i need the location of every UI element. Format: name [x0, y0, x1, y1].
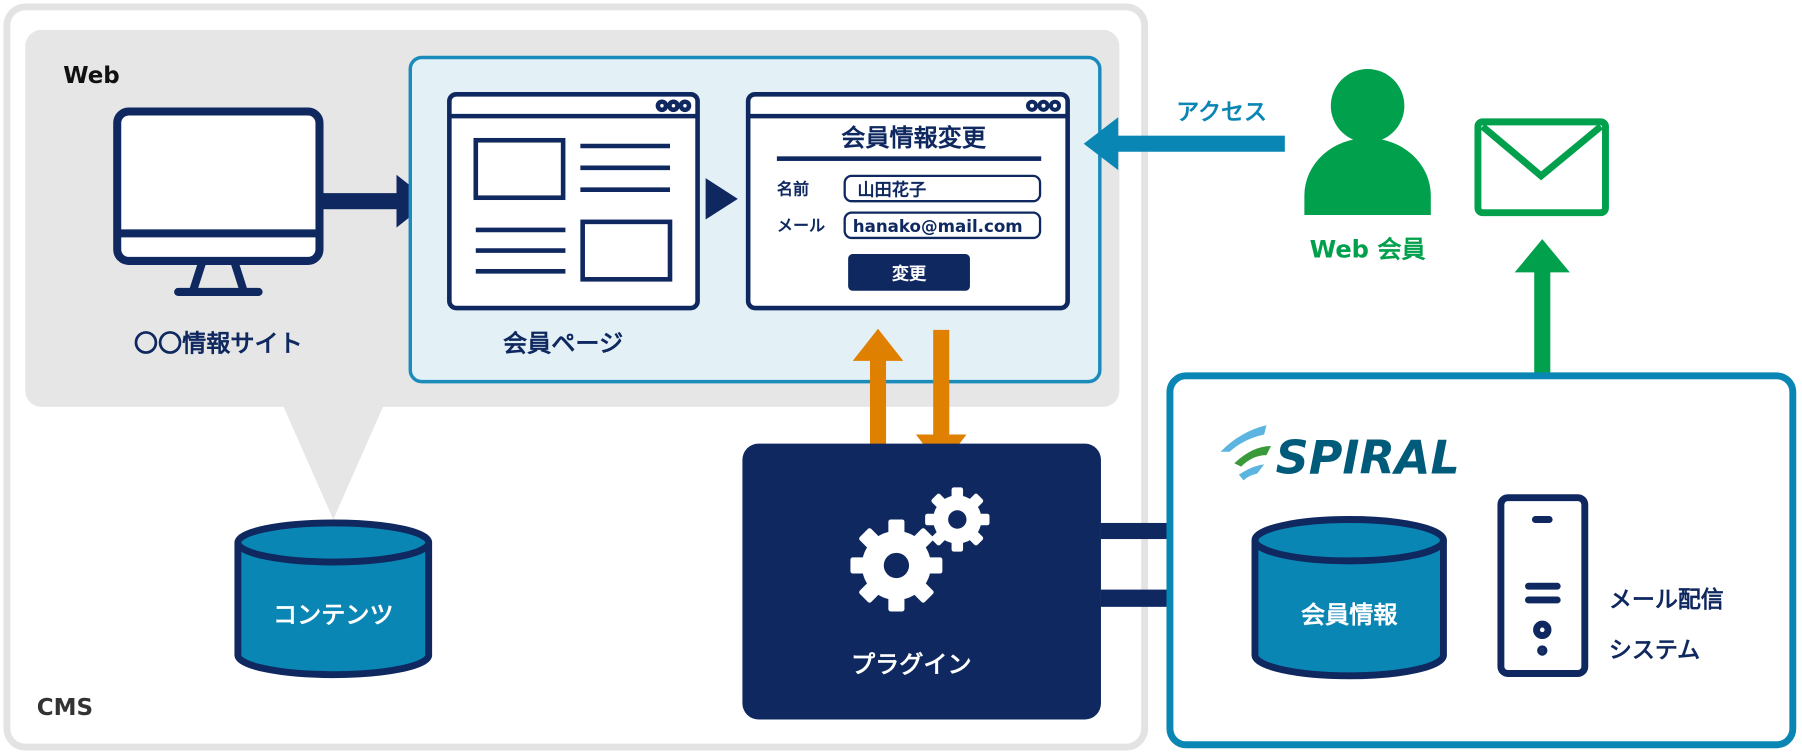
mail-system-line1: メール配信 — [1609, 586, 1724, 613]
form-title: 会員情報変更 — [841, 124, 987, 152]
contents-label: コンテンツ — [273, 601, 394, 629]
mail-value: hanako@mail.com — [853, 217, 1023, 236]
site-label: 〇〇情報サイト — [134, 330, 303, 358]
monitor-icon — [113, 107, 324, 296]
mail-label: メール — [777, 216, 825, 235]
name-value: 山田花子 — [857, 179, 926, 200]
spiral-logo-text: SPIRAL — [1276, 431, 1460, 485]
arrow-triangle — [705, 178, 738, 220]
browser-page-icon — [447, 91, 700, 311]
spiral-logo: SPIRAL — [1220, 425, 1460, 485]
server-icon — [1497, 494, 1589, 677]
mail-system-line2: システム — [1609, 637, 1700, 663]
member-db-label: 会員情報 — [1301, 601, 1398, 629]
cms-label: CMS — [37, 695, 93, 721]
plugin-label: プラグイン — [851, 650, 972, 678]
mail-icon — [1474, 118, 1609, 217]
gears-icon — [850, 487, 990, 612]
web-label: Web — [63, 63, 120, 89]
name-label: 名前 — [777, 179, 809, 198]
submit-label: 変更 — [892, 263, 927, 284]
mail-field[interactable] — [843, 211, 1042, 240]
person-icon — [1304, 69, 1431, 215]
access-arrow — [1083, 117, 1285, 171]
member-database-icon — [1251, 516, 1447, 680]
access-label: アクセス — [1176, 100, 1267, 126]
member-form-window: 会員情報変更 名前 山田花子 メール hanako@mail.com 変更 — [745, 91, 1070, 311]
member-page-label: 会員ページ — [503, 330, 623, 358]
member-label: Web 会員 — [1310, 235, 1427, 263]
contents-database-icon — [234, 519, 433, 679]
name-field[interactable] — [843, 174, 1042, 203]
submit-button[interactable] — [848, 254, 970, 291]
